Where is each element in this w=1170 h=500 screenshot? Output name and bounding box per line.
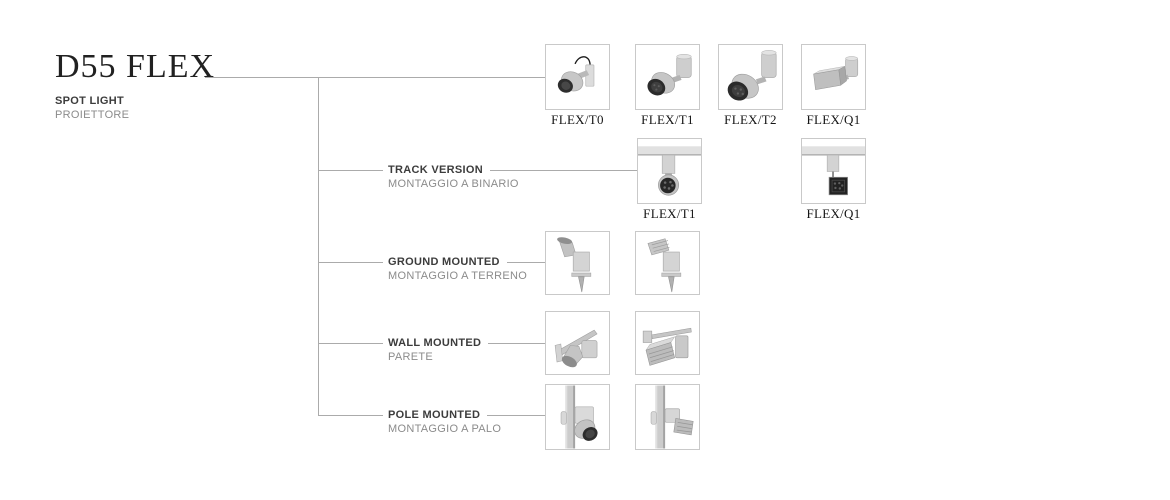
product-label-flex-q1: FLEX/Q1 <box>806 112 861 127</box>
product-image-track-flex-q1 <box>801 138 866 204</box>
pole-clamp-flood-icon <box>650 385 694 449</box>
branch-track-subtitle: MONTAGGIO A BINARIO <box>388 178 519 190</box>
wall-arm-flood-icon <box>642 327 692 366</box>
product-label-track-flex-q1: FLEX/Q1 <box>806 206 861 221</box>
branch-track-title: TRACK VERSION <box>388 164 483 176</box>
branch-pole: POLE MOUNTED MONTAGGIO A PALO <box>388 408 545 436</box>
product-type-it: PROIETTORE <box>55 109 130 121</box>
spot-bell-cylinder-icon <box>647 54 692 96</box>
connector-branch-wall <box>318 343 383 344</box>
spot-box-cylinder-icon <box>813 56 859 90</box>
product-image-flex-t1 <box>635 44 700 110</box>
spot-large-bell-cylinder-icon <box>727 50 777 101</box>
branch-track: TRACK VERSION MONTAGGIO A BINARIO <box>388 163 637 191</box>
product-type-en: SPOT LIGHT <box>55 95 124 107</box>
product-label-flex-t0: FLEX/T0 <box>551 112 604 127</box>
connector-trunk <box>318 77 319 416</box>
product-image-wall-spot <box>545 311 610 375</box>
connector-ground-to-image <box>506 261 545 263</box>
branch-ground-subtitle: MONTAGGIO A TERRENO <box>388 270 528 282</box>
product-header: D55 FLEX SPOT LIGHT PROIETTORE <box>55 48 216 122</box>
connector-branch-ground <box>318 262 383 263</box>
branch-ground: GROUND MOUNTED MONTAGGIO A TERRENO <box>388 255 545 283</box>
connector-track-to-image <box>489 169 637 171</box>
spot-round-cable-icon <box>557 56 595 93</box>
product-image-track-flex-t1 <box>637 138 702 204</box>
product-image-flex-q1 <box>801 44 866 110</box>
product-image-flex-t2 <box>718 44 783 110</box>
connector-title-to-top-row <box>205 77 545 78</box>
track-spot-round-icon <box>638 146 701 196</box>
product-image-ground-flood <box>635 231 700 295</box>
track-spot-square-icon <box>802 146 865 196</box>
page-title: D55 FLEX <box>55 48 216 85</box>
ground-spike-spot-icon <box>557 237 592 293</box>
ground-spike-flood-icon <box>647 238 682 293</box>
product-image-flex-t0 <box>545 44 610 110</box>
connector-branch-track <box>318 170 383 171</box>
branch-pole-subtitle: MONTAGGIO A PALO <box>388 423 502 435</box>
branch-ground-title: GROUND MOUNTED <box>388 256 500 268</box>
product-label-flex-t1: FLEX/T1 <box>641 112 694 127</box>
branch-wall-subtitle: PARETE <box>388 351 433 363</box>
connector-wall-to-image <box>488 342 545 344</box>
wall-arm-spot-icon <box>554 329 598 368</box>
product-label-track-flex-t1: FLEX/T1 <box>643 206 696 221</box>
connector-branch-pole <box>318 415 383 416</box>
product-image-pole-spot <box>545 384 610 450</box>
product-label-flex-t2: FLEX/T2 <box>724 112 777 127</box>
branch-wall: WALL MOUNTED PARETE <box>388 336 545 364</box>
branch-wall-title: WALL MOUNTED <box>388 337 482 349</box>
branch-pole-title: POLE MOUNTED <box>388 409 481 421</box>
pole-clamp-spot-icon <box>560 385 598 449</box>
product-image-pole-flood <box>635 384 700 450</box>
product-image-wall-flood <box>635 311 700 375</box>
product-image-ground-spot <box>545 231 610 295</box>
connector-pole-to-image <box>487 414 545 416</box>
